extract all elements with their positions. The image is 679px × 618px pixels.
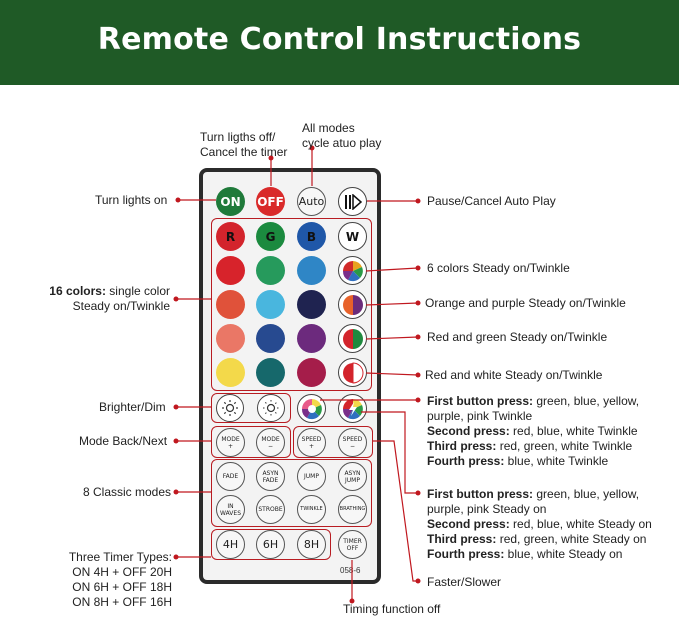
red-white-icon (342, 361, 363, 384)
twinkle-multicolor-button[interactable] (297, 394, 326, 423)
red-button[interactable]: R (216, 222, 245, 251)
mode-back-button[interactable]: MODE + (216, 428, 245, 457)
model-number: 058-6 (340, 566, 361, 575)
auto-button[interactable]: Auto (297, 187, 326, 216)
mode-next-button[interactable]: MODE − (256, 428, 285, 457)
timer-8h-button[interactable]: 8H (297, 530, 326, 559)
blue-button[interactable]: B (297, 222, 326, 251)
twinkle-button[interactable]: TWINKLE (297, 495, 326, 524)
color-button-salmon[interactable] (216, 324, 245, 353)
color-button-purple[interactable] (297, 324, 326, 353)
brathing-button[interactable]: BRATHING (338, 495, 367, 524)
speed-group-outline (293, 426, 373, 458)
sun-dim-icon (263, 400, 279, 416)
label-timer-types: Three Timer Types: ON 4H + OFF 20H ON 6H… (68, 550, 172, 609)
asyn-fade-button[interactable]: ASYN FADE (256, 462, 285, 491)
color-button-teal[interactable] (256, 358, 285, 387)
orange-purple-icon (342, 294, 363, 315)
timer-group-outline (211, 529, 331, 560)
color-button-royal-blue[interactable] (256, 324, 285, 353)
on-button[interactable]: ON (216, 187, 245, 216)
brightness-group-outline (211, 393, 291, 423)
timer-6h-button[interactable]: 6H (256, 530, 285, 559)
red-green-button[interactable] (338, 324, 367, 353)
color-button-orange[interactable] (216, 290, 245, 319)
label-red-white: Red and white Steady on/Twinkle (425, 368, 603, 382)
page-title: Remote Control Instructions (97, 22, 582, 57)
label-faster-slower: Faster/Slower (427, 575, 502, 589)
play-pause-button[interactable] (338, 187, 367, 216)
label-six-colors: 6 colors Steady on/Twinkle (427, 261, 570, 275)
asyn-jump-button[interactable]: ASYN JUMP (338, 462, 367, 491)
timer-4h-button[interactable]: 4H (216, 530, 245, 559)
label-timing-off: Timing function off (343, 602, 441, 616)
orange-purple-button[interactable] (338, 290, 367, 319)
red-green-icon (342, 328, 363, 349)
color-button-blue-2[interactable] (297, 256, 326, 285)
speed-down-button[interactable]: SPEED − (338, 428, 367, 457)
mode-group-outline (211, 426, 291, 458)
speed-up-button[interactable]: SPEED + (297, 428, 326, 457)
label-red-green: Red and green Steady on/Twinkle (427, 330, 608, 344)
jump-button[interactable]: JUMP (297, 462, 326, 491)
label-twinkle-block: First button press: green, blue, yellow,… (427, 394, 640, 468)
dim-button[interactable] (257, 394, 285, 422)
header-banner (0, 0, 679, 85)
color-button-light-blue[interactable] (256, 290, 285, 319)
six-colors-button[interactable] (338, 256, 367, 285)
color-button-yellow[interactable] (216, 358, 245, 387)
multicolor-steady-icon (342, 398, 363, 419)
classic-group-outline (211, 459, 372, 527)
white-button[interactable]: W (338, 222, 367, 251)
label-steady-block: First button press: green, blue, yellow,… (427, 487, 652, 561)
label-brighter-dim: Brighter/Dim (99, 400, 166, 414)
color-button-magenta[interactable] (297, 358, 326, 387)
multicolor-twinkle-icon (301, 398, 322, 419)
brighter-button[interactable] (216, 394, 244, 422)
color-button-red-2[interactable] (216, 256, 245, 285)
play-pause-icon (344, 193, 362, 210)
label-lights-on: Turn lights on (95, 193, 168, 207)
strobe-button[interactable]: STROBE (256, 495, 285, 524)
label-all-modes: All modes cycle atuo play (302, 121, 382, 150)
in-waves-button[interactable]: IN WAVES (216, 495, 245, 524)
sun-bright-icon (222, 400, 238, 416)
color-button-navy[interactable] (297, 290, 326, 319)
label-pause: Pause/Cancel Auto Play (427, 194, 556, 208)
label-lights-off: Turn ligths off/ Cancel the timer (200, 130, 288, 159)
timer-off-button[interactable]: TIMER OFF (338, 530, 367, 559)
green-button[interactable]: G (256, 222, 285, 251)
fade-button[interactable]: FADE (216, 462, 245, 491)
steady-multicolor-button[interactable] (338, 394, 367, 423)
six-colors-icon (342, 260, 363, 281)
color-button-green-2[interactable] (256, 256, 285, 285)
label-orange-purple: Orange and purple Steady on/Twinkle (425, 296, 626, 310)
off-button[interactable]: OFF (256, 187, 285, 216)
label-mode-back-next: Mode Back/Next (79, 434, 168, 448)
label-classic-modes: 8 Classic modes (83, 485, 172, 499)
label-16-colors: 16 colors: single color Steady on/Twinkl… (49, 284, 170, 313)
